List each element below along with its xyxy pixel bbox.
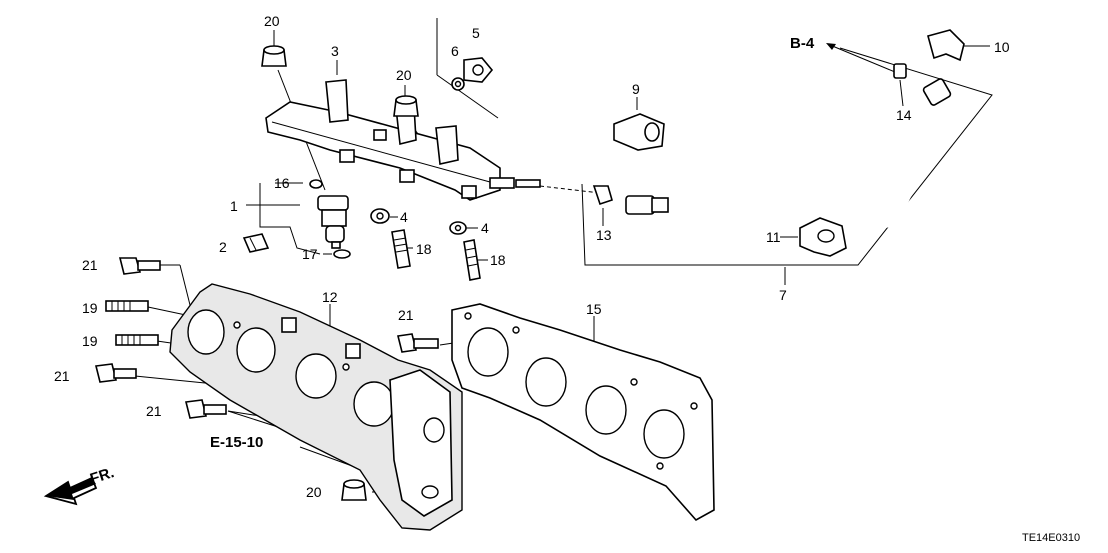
bolt-21-c xyxy=(95,363,137,383)
diagram-code: TE14E0310 xyxy=(1022,532,1080,544)
callout-label: 21 xyxy=(146,403,162,419)
callout-label: 4 xyxy=(481,220,489,236)
stud-19-a xyxy=(105,300,149,312)
callout-label: 18 xyxy=(416,241,432,257)
callout-label: 21 xyxy=(54,368,70,384)
flange-nut-20-top xyxy=(261,45,287,67)
o-ring-16 xyxy=(309,179,323,189)
nut-5 xyxy=(463,57,494,83)
front-arrow-icon xyxy=(43,476,98,506)
front-label: FR. xyxy=(88,464,116,488)
callout-label: 18 xyxy=(490,252,506,268)
callout-label: 16 xyxy=(274,175,290,191)
fuel-rail xyxy=(265,79,541,201)
stud-19-b xyxy=(115,334,159,346)
washer-6 xyxy=(451,77,465,91)
callout-label: 19 xyxy=(82,300,98,316)
callout-label: 10 xyxy=(994,39,1010,55)
callout-label: 14 xyxy=(896,107,912,123)
callout-label: 7 xyxy=(779,287,787,303)
flange-nut-20-bottom xyxy=(341,479,367,501)
callout-label: 4 xyxy=(400,209,408,225)
callout-label: 13 xyxy=(596,227,612,243)
collar-4-b xyxy=(449,221,467,235)
ref-e1510: E-15-10 xyxy=(210,434,263,451)
callout-label: 20 xyxy=(396,67,412,83)
callout-label: 21 xyxy=(398,307,414,323)
stud-18-a xyxy=(391,229,411,269)
callout-label: 6 xyxy=(451,43,459,59)
cover-9 xyxy=(613,113,665,151)
callout-label: 1 xyxy=(230,198,238,214)
holder-11 xyxy=(799,217,847,257)
flange-nut-20-mid xyxy=(393,95,419,117)
o-ring-17 xyxy=(333,249,351,259)
callout-label: 17 xyxy=(302,246,318,262)
callout-label: 20 xyxy=(264,13,280,29)
intake-manifold xyxy=(169,283,463,531)
clip-15 xyxy=(592,185,613,206)
clip-14 xyxy=(893,63,907,79)
callout-label: 2 xyxy=(219,239,227,255)
ref-b4: B-4 xyxy=(790,35,815,52)
injector xyxy=(317,195,349,249)
collar-4-a xyxy=(370,208,390,224)
fuel-feed-hose xyxy=(625,78,960,229)
callout-label: 19 xyxy=(82,333,98,349)
intake-gasket xyxy=(451,303,715,522)
callout-label: 5 xyxy=(472,25,480,41)
callout-label: 21 xyxy=(82,257,98,273)
bolt-21-a xyxy=(118,257,161,275)
bolt-21-d xyxy=(185,399,227,419)
callout-labels: 20 3 20 5 6 9 10 14 16 1 4 4 2 17 18 18 … xyxy=(54,13,1010,500)
bolt-21-b xyxy=(397,333,439,353)
callout-label: 20 xyxy=(306,484,322,500)
callout-label: 15 xyxy=(586,301,602,317)
callout-label: 9 xyxy=(632,81,640,97)
cover-10 xyxy=(927,29,965,62)
stud-18-b xyxy=(463,239,481,281)
clip-2 xyxy=(242,233,270,253)
callout-label: 12 xyxy=(322,289,338,305)
callout-label: 3 xyxy=(331,43,339,59)
callout-label: 11 xyxy=(766,229,781,245)
